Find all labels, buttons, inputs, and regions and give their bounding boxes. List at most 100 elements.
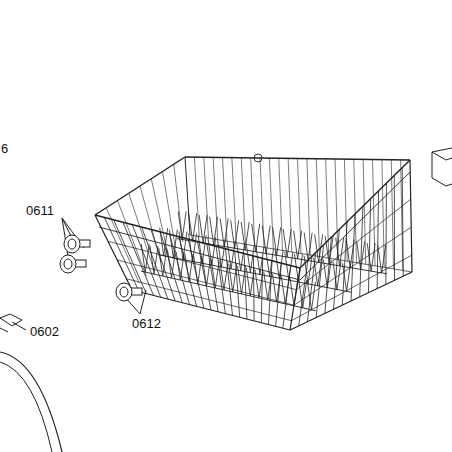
basket-wire xyxy=(159,248,163,276)
basket-wire xyxy=(176,252,180,280)
basket-wire xyxy=(117,260,294,305)
basket-wire xyxy=(281,276,285,304)
basket-wire xyxy=(203,258,207,286)
basket-wire xyxy=(237,243,241,271)
basket-wire xyxy=(198,235,202,263)
basket-wire xyxy=(273,227,277,255)
basket-wire xyxy=(329,236,333,264)
basket-wire xyxy=(220,262,224,290)
basket-wire xyxy=(308,256,312,284)
basket-wire xyxy=(307,282,311,310)
basket-wire xyxy=(340,238,344,266)
partial-part xyxy=(0,362,52,452)
basket-wire xyxy=(224,219,228,247)
basket-wire xyxy=(189,213,193,241)
wheel-hub xyxy=(68,239,76,249)
basket-wire xyxy=(168,250,172,278)
partial-part xyxy=(0,352,62,452)
basket-wire xyxy=(231,220,235,248)
basket-wire xyxy=(294,227,411,305)
basket-wire xyxy=(154,246,158,274)
basket-wire xyxy=(178,211,182,239)
basket-wire xyxy=(193,213,197,241)
basket-wire xyxy=(298,254,302,282)
basket-wire xyxy=(311,282,315,310)
callout-number: 6 xyxy=(1,142,8,155)
basket-wire xyxy=(307,159,310,255)
basket-wire xyxy=(141,244,145,272)
basket-wire xyxy=(174,164,183,242)
basket-wire xyxy=(214,217,218,245)
basket-wire xyxy=(198,256,202,284)
basket-wire xyxy=(220,219,224,247)
basket-wire xyxy=(150,246,154,274)
basket-wire xyxy=(270,248,274,276)
basket-wire xyxy=(256,224,260,252)
basket-wire xyxy=(185,254,189,282)
basket-wire xyxy=(182,211,186,239)
basket-wheel xyxy=(64,235,80,253)
basket-wire xyxy=(346,240,350,268)
basket-wire xyxy=(361,241,365,269)
basket-wire xyxy=(129,193,154,269)
basket-wire xyxy=(233,264,237,292)
basket-wire xyxy=(210,217,214,245)
basket-wire xyxy=(208,237,212,265)
basket-hub xyxy=(254,154,262,162)
basket-wire xyxy=(308,233,312,261)
basket-wire xyxy=(204,157,209,238)
basket-wire xyxy=(290,278,294,306)
basket-wire xyxy=(378,245,382,273)
basket-wire xyxy=(250,268,254,296)
basket-wire xyxy=(241,222,245,250)
basket-wire xyxy=(266,226,270,254)
basket-wire xyxy=(273,274,277,302)
basket-wire xyxy=(145,244,149,272)
basket-wire xyxy=(287,229,291,257)
basket-wire xyxy=(304,233,308,261)
callout-number: 0602 xyxy=(30,325,59,338)
basket-wire xyxy=(241,158,245,245)
basket-wheel xyxy=(116,283,132,301)
basket-wire xyxy=(262,226,266,254)
basket-wire xyxy=(382,245,386,273)
basket-wire xyxy=(199,215,203,243)
basket-wheel xyxy=(60,255,76,273)
basket-wire xyxy=(299,280,303,308)
leader-line xyxy=(62,218,84,256)
basket-wire xyxy=(283,229,287,257)
basket-wire xyxy=(241,243,245,271)
wheel-hub xyxy=(120,287,128,297)
basket-wire xyxy=(279,250,283,278)
basket-wire xyxy=(373,160,376,266)
basket-wire xyxy=(319,234,323,262)
basket-wire xyxy=(173,230,177,258)
basket-wire xyxy=(235,220,239,248)
basket-wire xyxy=(163,172,176,249)
basket-wire xyxy=(245,222,249,250)
basket-wire xyxy=(246,245,250,273)
basket-wire xyxy=(217,239,221,267)
wheel-hub xyxy=(64,259,72,269)
basket-wire xyxy=(232,158,236,243)
basket-wire xyxy=(298,231,302,259)
basket-wire xyxy=(160,228,164,256)
basket-wire xyxy=(169,230,173,258)
basket-wire xyxy=(106,208,139,283)
basket-wire xyxy=(297,199,411,290)
basket-wire xyxy=(227,241,231,269)
basket-wire xyxy=(108,241,297,289)
basket-wire xyxy=(224,262,228,290)
basket-wire xyxy=(194,256,198,284)
basket-wire xyxy=(250,245,254,273)
basket-wire xyxy=(269,158,273,249)
basket-wire xyxy=(164,228,168,256)
basket-wire xyxy=(252,224,256,252)
basket-wire xyxy=(118,201,147,277)
basket-wire xyxy=(315,234,319,262)
basket-wire xyxy=(325,236,329,264)
basket-wire xyxy=(177,239,387,274)
partial-part xyxy=(0,314,22,332)
basket-wire xyxy=(289,252,293,280)
